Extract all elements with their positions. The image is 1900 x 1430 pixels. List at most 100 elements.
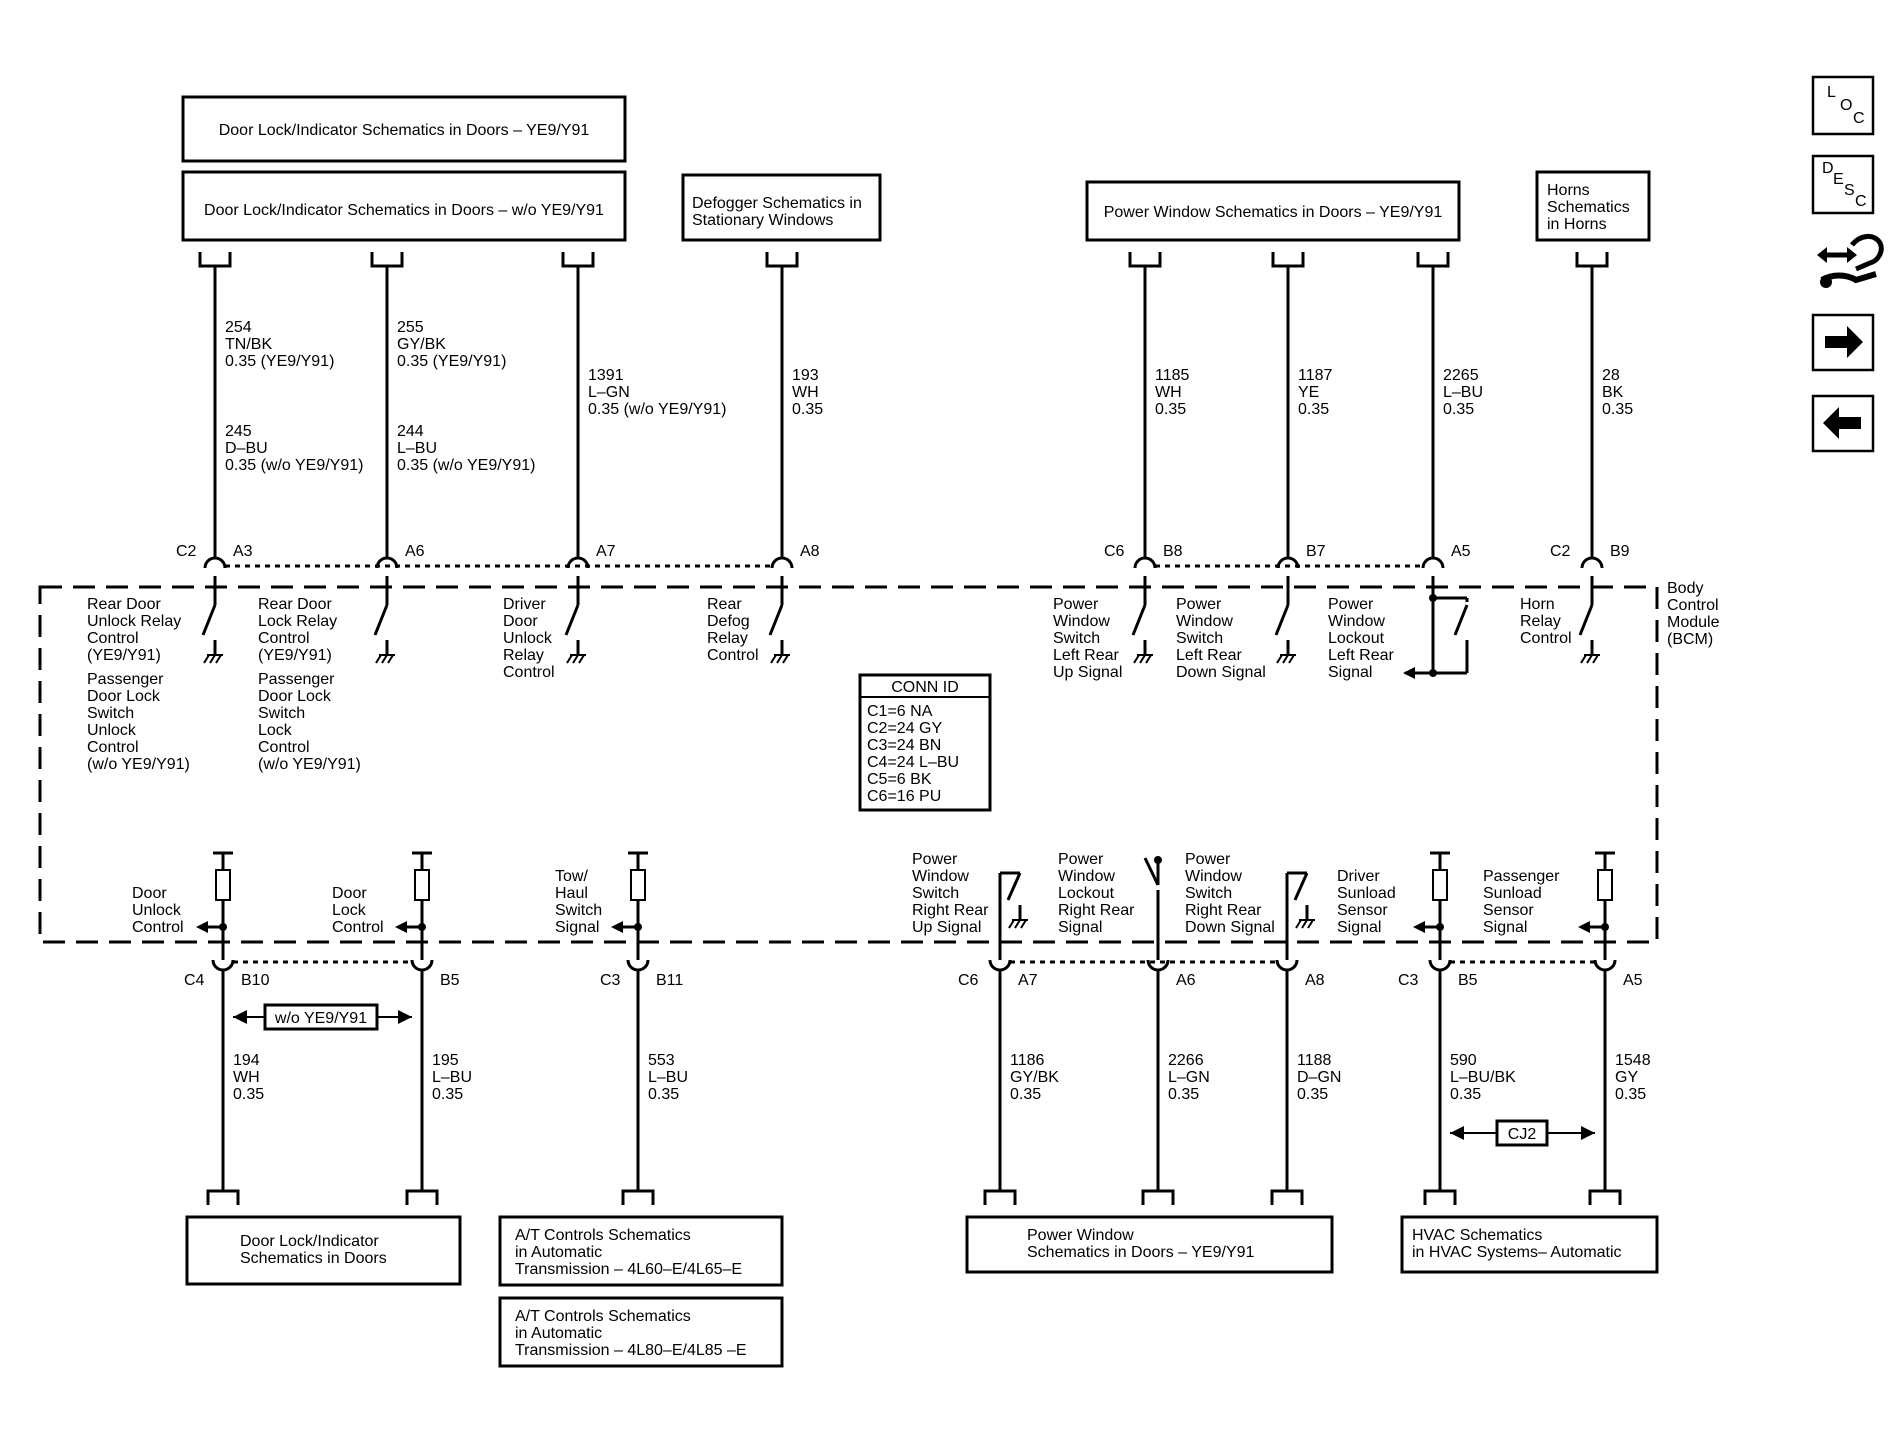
wire-245-id: 245 [225,423,252,440]
wire-1187-size: 0.35 [1298,401,1329,418]
arrow-right-icon[interactable] [1811,313,1875,372]
box-door-lock-wo-label: Door Lock/Indicator Schematics in Doors … [204,202,604,219]
label-b6-l1: Power [1185,851,1231,868]
wire-254-id: 254 [225,319,252,336]
box-door-lock-bottom-line2: Schematics in Doors [240,1250,387,1267]
label-s1-l3: Control [87,630,139,647]
conn-id-row-3: C3=24 BN [867,737,941,754]
pin-c2-b: C2 [1550,543,1571,560]
pin-a5-top: A5 [1451,543,1471,560]
label-b6-l4: Right Rear [1185,902,1262,919]
label-s6-l1: Power [1176,596,1222,613]
label-b5-l3: Lockout [1058,885,1115,902]
wire-195-id: 195 [432,1052,459,1069]
wire-1548-color: GY [1615,1069,1638,1086]
label-b7-l1: Driver [1337,868,1380,885]
wire-28-color: BK [1602,384,1624,401]
label-b3-l4: Signal [555,919,599,936]
label-b5-l2: Window [1058,868,1115,885]
label-s2-l4: (YE9/Y91) [258,647,332,664]
top-internal-labels: Rear Door Unlock Relay Control (YE9/Y91)… [87,596,1572,773]
option-tag-cj2: CJ2 [1450,1119,1595,1147]
top-terminals [198,252,1609,268]
label-b6-l2: Window [1185,868,1242,885]
wire-590-color: L–BU/BK [1450,1069,1516,1086]
bottom-wires [221,970,1607,1190]
top-wires [213,266,1594,557]
wire-553-color: L–BU [648,1069,688,1086]
wire-2266-id: 2266 [1168,1052,1204,1069]
bottom-connector-pins [211,959,1617,972]
wire-28-size: 0.35 [1602,401,1633,418]
label-b3-l2: Haul [555,885,588,902]
label-b3-l1: Tow/ [555,868,588,885]
box-defogger[interactable] [681,173,882,242]
wire-1186-id: 1186 [1010,1052,1045,1069]
label-s2b-l4: Lock [258,722,293,739]
wire-255-id: 255 [397,319,424,336]
wire-2265-size: 0.35 [1443,401,1474,418]
label-s8-l2: Relay [1520,613,1561,630]
label-b2-l1: Door [332,885,367,902]
pin-c2-a: C2 [176,543,197,560]
box-horns-line2: Schematics [1547,199,1630,216]
label-s4-l3: Relay [707,630,748,647]
wire-2265-id: 2265 [1443,367,1479,384]
wire-244-size: 0.35 (w/o YE9/Y91) [397,457,535,474]
wire-1187-id: 1187 [1298,367,1333,384]
box-power-window-top[interactable] [1085,180,1461,242]
wire-194-color: WH [233,1069,260,1086]
label-b8-l3: Sensor [1483,902,1534,919]
wire-1186-size: 0.35 [1010,1086,1041,1103]
wire-1188-size: 0.35 [1297,1086,1328,1103]
pin-a7-top: A7 [596,543,616,560]
wire-2266-size: 0.35 [1168,1086,1199,1103]
bcm-module-boundary [38,585,1659,944]
wire-1548-id: 1548 [1615,1052,1651,1069]
label-b4-l1: Power [912,851,958,868]
wire-1548-size: 0.35 [1615,1086,1646,1103]
box-at-4l60[interactable] [498,1215,784,1287]
conn-id-table: CONN ID C1=6 NA C2=24 GY C3=24 BN C4=24 … [858,673,992,812]
label-b2-l3: Control [332,919,384,936]
label-b5-l5: Signal [1058,919,1102,936]
wire-1188-color: D–GN [1297,1069,1341,1086]
label-s8-l1: Horn [1520,596,1555,613]
label-b1-l1: Door [132,885,167,902]
label-s4-l2: Defog [707,613,750,630]
arrow-left-icon[interactable] [1811,394,1875,453]
label-s3-l5: Control [503,664,555,681]
label-s1b-l6: (w/o YE9/Y91) [87,756,190,773]
label-b4-l2: Window [912,868,969,885]
label-s2b-l6: (w/o YE9/Y91) [258,756,361,773]
nav-desc-e: E [1833,171,1844,188]
box-door-lock-wo[interactable] [181,170,627,242]
nav-desc-s: S [1844,182,1855,199]
box-power-window-bottom[interactable] [965,1215,1334,1274]
bcm-label-line2: Control [1667,597,1719,614]
wire-590-size: 0.35 [1450,1086,1481,1103]
box-door-lock-bottom[interactable] [185,1215,462,1286]
box-horns[interactable] [1535,170,1651,242]
box-at-4l80[interactable] [498,1296,784,1368]
wire-194-id: 194 [233,1052,260,1069]
label-s5-l1: Power [1053,596,1099,613]
nav-loc-button[interactable]: L O C [1811,75,1875,136]
label-s6-l3: Switch [1176,630,1223,647]
pin-a6-bottom: A6 [1176,972,1196,989]
box-defogger-line1: Defogger Schematics in [692,195,862,212]
top-connector-pins [203,556,1604,569]
connector-tool-icon[interactable] [1817,234,1884,288]
box-door-lock-ye9[interactable] [181,95,627,163]
box-power-window-bottom-line2: Schematics in Doors – YE9/Y91 [1027,1244,1254,1261]
box-hvac[interactable] [1400,1215,1659,1274]
nav-desc-button[interactable]: D E S C [1811,154,1875,215]
option-tag-cj2-label: CJ2 [1508,1126,1537,1143]
box-at-4l80-line1: A/T Controls Schematics [515,1308,691,1325]
label-b8-l4: Signal [1483,919,1527,936]
label-s2b-l1: Passenger [258,671,335,688]
bcm-label-line3: Module [1667,614,1720,631]
wire-255-color: GY/BK [397,336,446,353]
box-at-4l60-line1: A/T Controls Schematics [515,1227,691,1244]
